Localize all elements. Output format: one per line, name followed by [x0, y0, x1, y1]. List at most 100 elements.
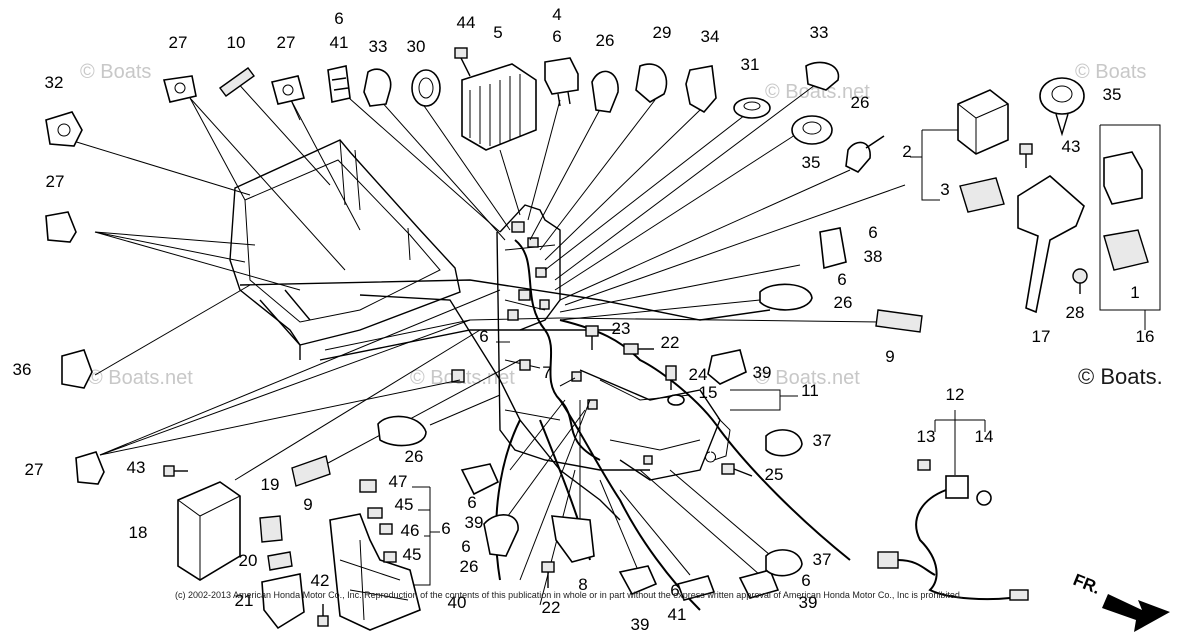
callout-c39b: 39 [465, 513, 484, 532]
part-29-grommet [635, 63, 668, 103]
part-28-bolt [1072, 268, 1088, 294]
callout-c42a: 42 [311, 571, 330, 590]
callout-c41a: 41 [330, 33, 349, 52]
part-38-clip [819, 227, 847, 270]
callout-c39c: 39 [799, 593, 818, 612]
callout-c8: 8 [578, 575, 587, 594]
callout-c1: 1 [1130, 283, 1139, 302]
part-4-relay [544, 57, 579, 107]
callout-c9a: 9 [885, 347, 894, 366]
callout-c39d: 39 [631, 615, 650, 634]
callout-c13: 13 [917, 427, 936, 446]
leader-lines [69, 79, 1161, 606]
watermark-text: © Boats.net [755, 367, 860, 389]
callout-c41b: 41 [668, 605, 687, 624]
callout-c43a: 43 [1062, 137, 1081, 156]
callout-c37b: 37 [813, 550, 832, 569]
callout-c35a: 35 [802, 153, 821, 172]
callout-c6j: 6 [670, 581, 679, 600]
watermark-text: © Boats.net [765, 81, 870, 103]
callout-c29: 29 [653, 23, 672, 42]
part-32-clip [45, 111, 83, 147]
part-18-module [177, 481, 241, 581]
parts [45, 47, 1149, 631]
callout-c6d: 6 [837, 270, 846, 289]
part-22-bolt [623, 343, 654, 355]
part-21-bracket [261, 573, 305, 630]
callout-c21: 21 [235, 591, 254, 610]
callout-c11: 11 [801, 381, 819, 400]
copyright-notice: (c) 2002-2013 American Honda Motor Co., … [175, 590, 962, 600]
callout-c6h: 6 [461, 537, 470, 556]
part-9-sleeve-right [875, 309, 923, 333]
part-22-bolt-bottom [541, 561, 555, 588]
callout-c26b: 26 [851, 93, 870, 112]
part-24-screw [665, 365, 677, 390]
part-26-clamp-lower [377, 415, 427, 447]
part-12-sub-harness [877, 459, 1029, 601]
callout-c6f: 6 [467, 493, 476, 512]
callout-c9b: 9 [303, 495, 312, 514]
part-40-fuse-box [329, 513, 421, 631]
callout-c2: 2 [902, 142, 911, 161]
callout-c31: 31 [741, 55, 760, 74]
part-19-relay [259, 515, 283, 543]
part-26-clamp-bottom [483, 514, 519, 557]
fuses [359, 479, 397, 563]
callout-c6b: 6 [552, 27, 561, 46]
callout-c26d: 26 [405, 447, 424, 466]
callout-c6c: 6 [868, 223, 877, 242]
callout-c24: 24 [689, 365, 708, 384]
callout-c27d: 27 [25, 460, 44, 479]
callout-c12: 12 [946, 385, 965, 404]
callout-c27c: 27 [46, 172, 65, 191]
callout-c6e: 6 [479, 327, 488, 346]
part-33-clamp [363, 68, 392, 107]
part-43-bolt-right [1019, 143, 1033, 168]
main-harness-frame [229, 139, 851, 611]
part-41-clip-bottom [676, 575, 716, 601]
callout-c22b: 22 [542, 598, 561, 617]
part-39-clip-center [460, 463, 500, 496]
callout-c44: 44 [457, 13, 476, 32]
direction-label: FR. [1071, 570, 1104, 598]
part-3-cover [959, 177, 1005, 213]
callout-c38: 38 [864, 247, 883, 266]
part-9-sleeve-lower [291, 455, 331, 487]
part-33-clamp-right [805, 61, 840, 91]
watermark-text: © Boats.net [88, 367, 193, 389]
callout-c26c: 26 [834, 293, 853, 312]
part-42-bolt [317, 604, 329, 627]
part-27-clip-left [45, 211, 77, 243]
callout-c4: 4 [552, 5, 561, 24]
callout-c33a: 33 [369, 37, 388, 56]
callout-c7: 7 [542, 363, 551, 382]
part-25-bolt [721, 463, 753, 477]
part-43-bolt-left [163, 465, 188, 477]
callout-c19: 19 [261, 475, 280, 494]
callout-c25: 25 [765, 465, 784, 484]
part-27-clip-bottom [75, 451, 105, 485]
callout-c17: 17 [1032, 327, 1051, 346]
callout-c33b: 33 [810, 23, 829, 42]
callout-c3: 3 [940, 180, 949, 199]
callout-c40: 40 [448, 593, 467, 612]
callout-c35b: 35 [1103, 85, 1122, 104]
part-15-washer [667, 394, 685, 406]
callout-c28: 28 [1066, 303, 1085, 322]
callout-c27a: 27 [169, 33, 188, 52]
part-16-unit [1103, 151, 1143, 205]
part-39-clip-bottom-right [738, 569, 780, 599]
callout-c26e: 26 [460, 557, 479, 576]
part-20-connector [267, 551, 293, 571]
callout-c15: 15 [699, 383, 718, 402]
callout-c30: 30 [407, 37, 426, 56]
callout-c39a: 39 [753, 363, 772, 382]
part-17-bracket [1017, 175, 1085, 314]
callout-c37a: 37 [813, 431, 832, 450]
part-44-bolt [454, 47, 471, 77]
callout-c36: 36 [13, 360, 32, 379]
part-26-clamp-right [845, 135, 885, 173]
watermark-text: © Boats [80, 61, 151, 83]
